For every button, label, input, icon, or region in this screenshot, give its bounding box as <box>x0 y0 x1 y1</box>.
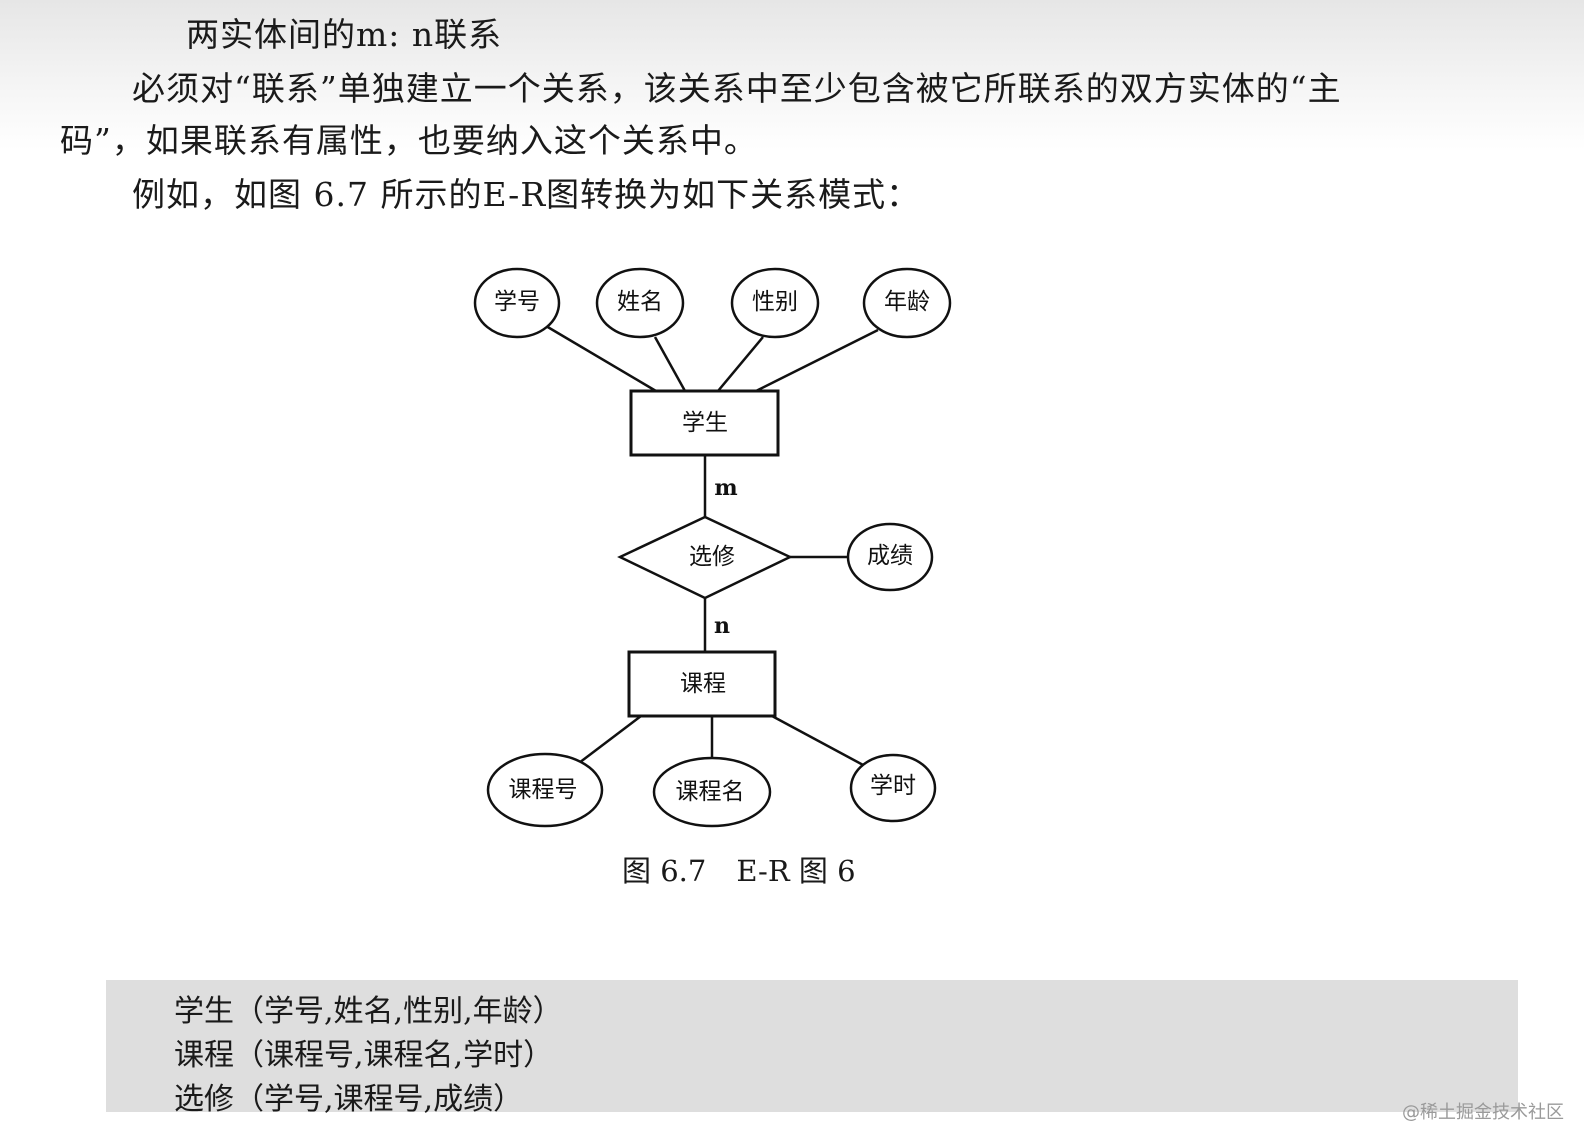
attr-ellipse-course-id <box>486 752 604 828</box>
entity-box-student <box>629 389 780 457</box>
schema-line-enrollment: 选修（学号,课程号,成绩） <box>174 1082 524 1117</box>
relationship-diamond <box>617 515 793 600</box>
section-heading: 两实体间的m: n联系 <box>186 15 503 54</box>
attr-ellipse-grade <box>846 522 934 592</box>
attr-label-course-id: 课程号 <box>509 777 578 803</box>
relationship-label: 选修 <box>689 544 735 570</box>
attr-ellipse-student-id <box>473 267 561 339</box>
attr-label-course-name: 课程名 <box>676 779 745 805</box>
attr-ellipse-student-gender <box>730 267 820 339</box>
figure-caption: 图 6.7 E-R 图 6 <box>622 848 856 890</box>
watermark: @稀土掘金技术社区 <box>1402 1102 1564 1123</box>
entity-label-course: 课程 <box>680 671 726 697</box>
connector-course-attr-3 <box>771 714 866 768</box>
attr-label-student-age: 年龄 <box>884 289 930 315</box>
paragraph-2: 例如，如图 6.7 所示的E-R图转换为如下关系模式： <box>132 175 921 214</box>
attr-ellipse-credit-hours <box>849 753 937 823</box>
cardinality-n: n <box>714 613 730 639</box>
attr-ellipse-student-name <box>595 267 685 339</box>
connector-student-attr-4 <box>755 328 879 393</box>
connector-student-attr-1 <box>545 324 657 393</box>
attr-ellipse-student-age <box>862 267 952 339</box>
schema-line-course: 课程（课程号,课程名,学时） <box>174 1038 554 1073</box>
figure-caption-title: E-R 图 6 <box>736 854 856 888</box>
relation-schema-box: 学生（学号,姓名,性别,年龄） 课程（课程号,课程名,学时） 选修（学号,课程号… <box>106 980 1518 1117</box>
figure-caption-label: 图 6.7 <box>622 854 707 888</box>
top-gradient <box>0 0 1584 150</box>
schema-line-student: 学生（学号,姓名,性别,年龄） <box>174 994 563 1029</box>
paragraph-1-line-1: 必须对“联系”单独建立一个关系，该关系中至少包含被它所联系的双方实体的“主 <box>132 69 1342 108</box>
attr-label-student-gender: 性别 <box>752 289 798 315</box>
connector-student-attr-2 <box>653 336 687 392</box>
attr-label-credit-hours: 学时 <box>870 773 916 799</box>
paragraph-1-line-2: 码”，如果联系有属性，也要纳入这个关系中。 <box>60 121 758 160</box>
attr-ellipse-course-name <box>652 756 772 828</box>
entity-box-course <box>627 650 777 718</box>
connector-course-attr-1 <box>574 715 642 767</box>
entity-label-student: 学生 <box>682 410 728 436</box>
attr-label-grade: 成绩 <box>867 543 913 569</box>
cardinality-m: m <box>714 475 737 501</box>
attr-label-student-id: 学号 <box>494 289 540 315</box>
attr-label-student-name: 姓名 <box>617 289 663 315</box>
connector-student-attr-3 <box>717 336 764 392</box>
